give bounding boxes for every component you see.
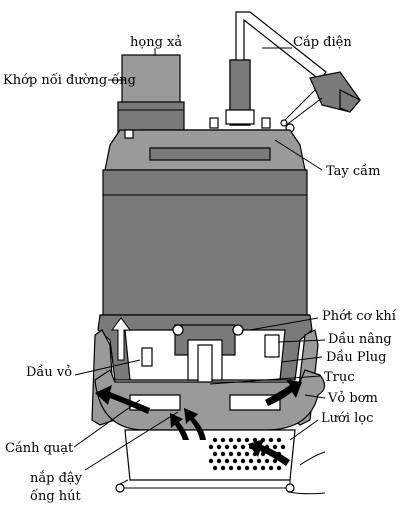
motor-body — [102, 169, 308, 316]
cable-plug — [280, 71, 361, 133]
label-nap-day: nắp đậy — [30, 470, 83, 486]
label-truc: Trục — [324, 370, 355, 385]
label-khop-noi: Khớp nối đường ống — [3, 72, 136, 88]
label-canh-quat: Cánh quạt — [5, 441, 74, 456]
label-dau-plug: Dầu Plug — [326, 349, 387, 365]
label-phot-co-khi: Phớt cơ khí — [322, 309, 397, 324]
label-dau-vo: Dầu vỏ — [26, 364, 72, 380]
flow-arrows — [95, 317, 326, 495]
label-dau-nang: Dầu nâng — [328, 331, 392, 347]
pump-casing — [91, 329, 326, 431]
label-luoi-loc: Lưới lọc — [321, 411, 373, 426]
label-hong-xa: họng xả — [130, 35, 182, 50]
leader-lines — [73, 47, 326, 471]
label-vo-bom: Vỏ bơm — [327, 391, 378, 406]
motor-head — [104, 117, 306, 171]
strainer — [115, 429, 296, 493]
label-cap-dien: Cáp điện — [293, 35, 352, 50]
label-tay-cam: Tay cầm — [326, 163, 380, 179]
discharge-outlet — [117, 54, 185, 133]
cable-rod — [225, 11, 327, 126]
label-ong-hut: ống hút — [30, 488, 82, 504]
